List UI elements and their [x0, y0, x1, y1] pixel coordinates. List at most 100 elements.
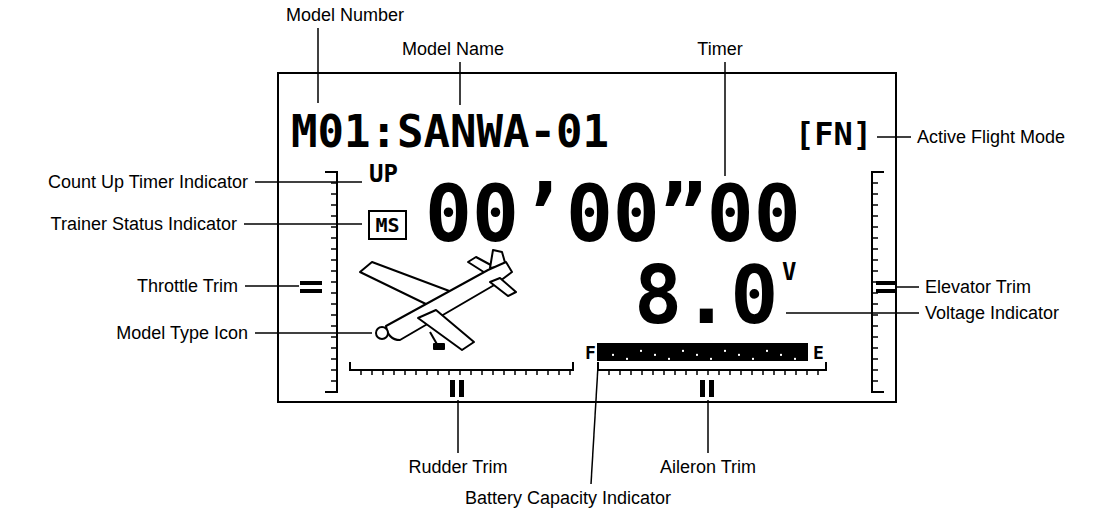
- scale-tick: [795, 370, 797, 375]
- scale-tick: [806, 370, 808, 375]
- scale-tick: [331, 226, 337, 228]
- voltage-unit: V: [782, 260, 796, 284]
- trainer-status-box: MS: [368, 210, 407, 240]
- battery-bar-fill: [597, 343, 808, 361]
- battery-dither-dot: [626, 358, 628, 360]
- scale-tick: [371, 370, 373, 375]
- callout-label: Rudder Trim: [408, 458, 507, 476]
- scale-tick: [872, 193, 878, 195]
- scale-tick: [740, 370, 742, 375]
- aileron-trim-marker: [709, 380, 714, 397]
- battery-dither-dot: [682, 350, 684, 352]
- trim-scales: [325, 172, 884, 392]
- battery-dither-dot: [612, 354, 614, 356]
- model-number-name: M01:SANWA-01: [291, 110, 609, 154]
- scale-tick: [751, 370, 753, 375]
- scale-tick: [481, 370, 483, 375]
- rudder-trim-marker: [459, 380, 464, 397]
- scale-tick: [514, 370, 516, 375]
- battery-dither-dot: [752, 358, 754, 360]
- scale-tick: [729, 370, 731, 375]
- scale-tick: [558, 370, 560, 375]
- timer-value: 00’00”00: [425, 175, 801, 253]
- scale-tick: [762, 370, 764, 375]
- leader-line: [457, 400, 459, 453]
- scale-tick: [331, 248, 337, 250]
- scale-tick: [393, 370, 395, 375]
- scale-tick: [674, 370, 676, 375]
- leader-line: [255, 181, 362, 183]
- callout-label: Trainer Status Indicator: [51, 215, 237, 233]
- trainer-status-text: MS: [375, 215, 399, 235]
- leader-line: [897, 286, 919, 288]
- leader-line: [877, 136, 911, 138]
- battery-bar-dither: [612, 350, 796, 360]
- battery-dither-dot: [640, 350, 642, 352]
- scale-tick: [872, 237, 878, 239]
- scale-tick: [872, 204, 878, 206]
- scale-tick: [547, 370, 549, 375]
- callout-label: Voltage Indicator: [925, 304, 1059, 322]
- scale-tick: [608, 370, 610, 375]
- callout-label: Model Type Icon: [116, 324, 248, 342]
- leader-line: [245, 285, 299, 287]
- rudder-trim-scale: [350, 362, 573, 370]
- airplane-tail: [490, 278, 516, 296]
- scale-tick: [459, 370, 461, 375]
- airplane-wing: [418, 310, 474, 350]
- elevator-trim-marker: [876, 289, 896, 293]
- scale-tick: [872, 325, 878, 327]
- throttle-trim-scale: [325, 172, 337, 392]
- leader-line: [244, 223, 362, 225]
- scale-tick: [331, 215, 337, 217]
- battery-bar: [597, 343, 808, 361]
- scale-tick: [872, 270, 878, 272]
- callout-label: Aileron Trim: [660, 458, 756, 476]
- battery-dither-dot: [696, 354, 698, 356]
- scale-tick: [872, 347, 878, 349]
- voltage-value: 8.0: [634, 256, 779, 336]
- scale-tick: [630, 370, 632, 375]
- scale-tick: [382, 370, 384, 375]
- leader-line: [459, 62, 461, 105]
- scale-tick: [470, 370, 472, 375]
- callout-label: Model Number: [286, 6, 404, 24]
- leader-lines: [244, 28, 919, 484]
- flight-mode: [FN]: [795, 118, 872, 150]
- scale-tick: [641, 370, 643, 375]
- scale-tick: [652, 370, 654, 375]
- scale-tick: [718, 370, 720, 375]
- scale-tick: [525, 370, 527, 375]
- leader-line: [317, 28, 319, 103]
- leader-line: [591, 366, 598, 484]
- scale-tick: [663, 370, 665, 375]
- scale-tick: [872, 380, 878, 382]
- scale-tick: [331, 325, 337, 327]
- lcd-screen: MSM01:SANWA-01[FN]UP00’00”008.0VFE: [277, 72, 897, 403]
- scale-tick: [331, 237, 337, 239]
- scale-tick: [492, 370, 494, 375]
- scale-tick: [707, 370, 709, 375]
- scale-tick: [696, 370, 698, 375]
- scale-tick: [426, 370, 428, 375]
- scale-tick: [331, 358, 337, 360]
- aileron-trim-marker: [700, 380, 705, 397]
- scale-tick: [685, 370, 687, 375]
- battery-dither-dot: [710, 358, 712, 360]
- throttle-trim-marker: [300, 281, 322, 285]
- scale-tick: [619, 370, 621, 375]
- battery-dither-dot: [724, 350, 726, 352]
- scale-tick: [872, 248, 878, 250]
- scale-tick: [331, 292, 337, 294]
- battery-dither-dot: [780, 354, 782, 356]
- scale-tick: [331, 193, 337, 195]
- leader-line: [724, 62, 726, 176]
- battery-dither-dot: [654, 354, 656, 356]
- airplane-icon: [360, 250, 516, 350]
- battery-dither-dot: [766, 350, 768, 352]
- leader-line: [255, 332, 372, 334]
- leader-line: [786, 312, 919, 314]
- callout-label: Throttle Trim: [137, 277, 238, 295]
